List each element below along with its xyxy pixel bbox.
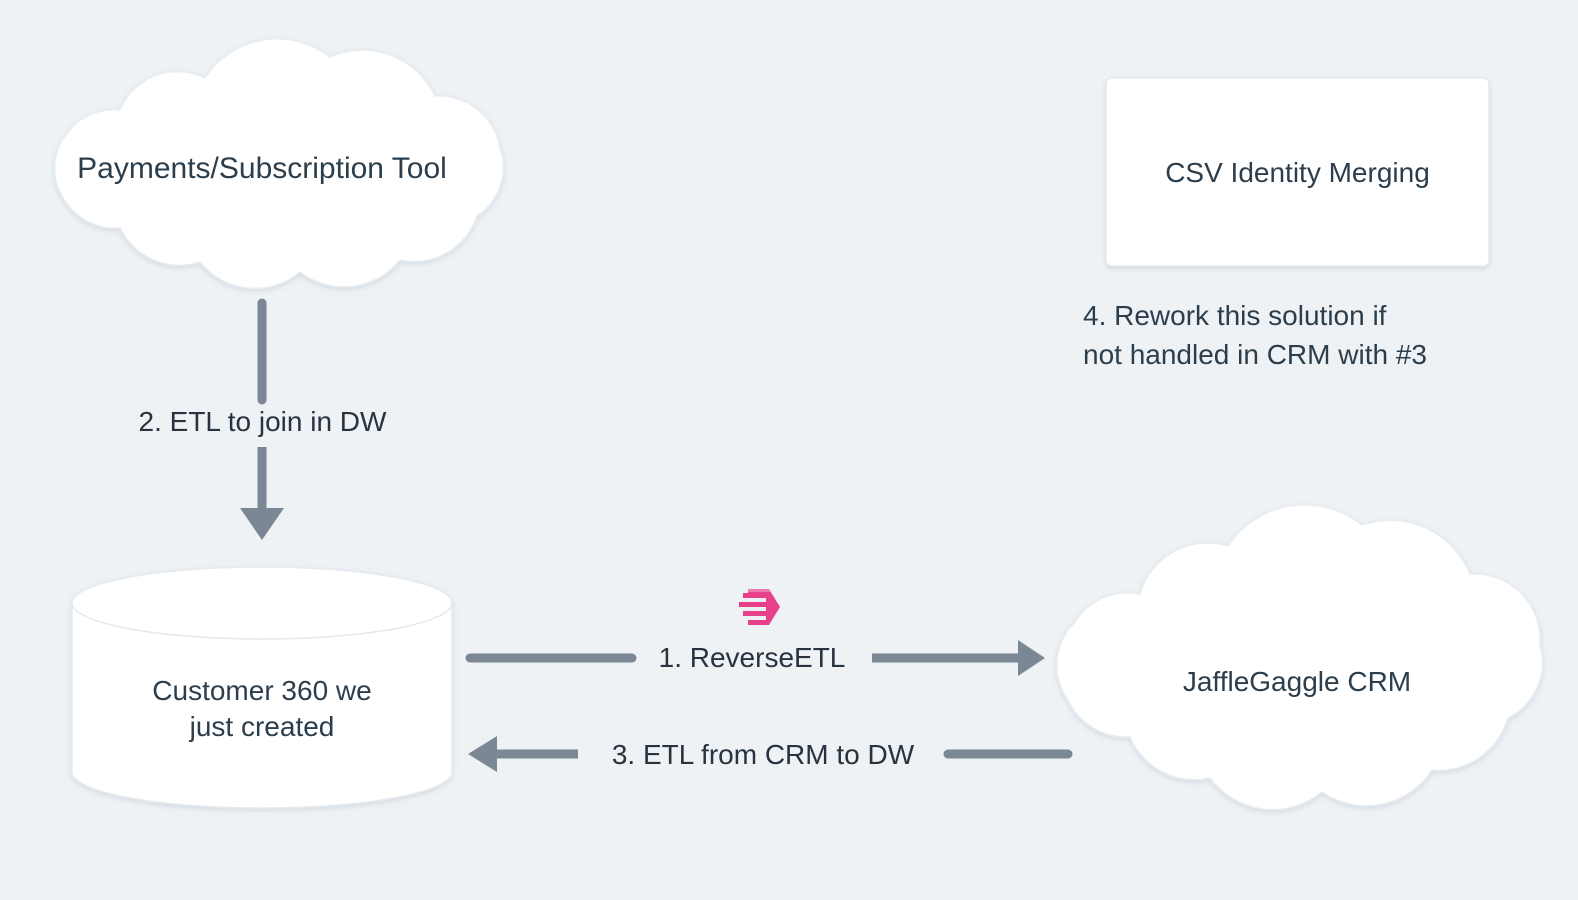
edge-reverse-etl-label: 1. ReverseETL [658,642,846,673]
edge-etl-from-crm-arrow [468,736,1073,772]
node-customer-360-cylinder[interactable] [71,566,453,809]
node-csv-identity-merging-box[interactable] [1105,77,1490,267]
annotation-rework-solution: 4. Rework this solution if not handled i… [1083,300,1427,370]
edge-etl-join-arrow [240,298,284,540]
node-jafflegaggle-crm-cloud[interactable] [1056,504,1544,811]
edge-etl-join-label: 2. ETL to join in DW [138,406,387,437]
edge-reverse-etl-arrow [465,640,1045,676]
hightouch-logo-icon [739,589,780,625]
edge-etl-from-crm-label: 3. ETL from CRM to DW [611,739,915,770]
node-payments-cloud[interactable] [53,38,505,290]
